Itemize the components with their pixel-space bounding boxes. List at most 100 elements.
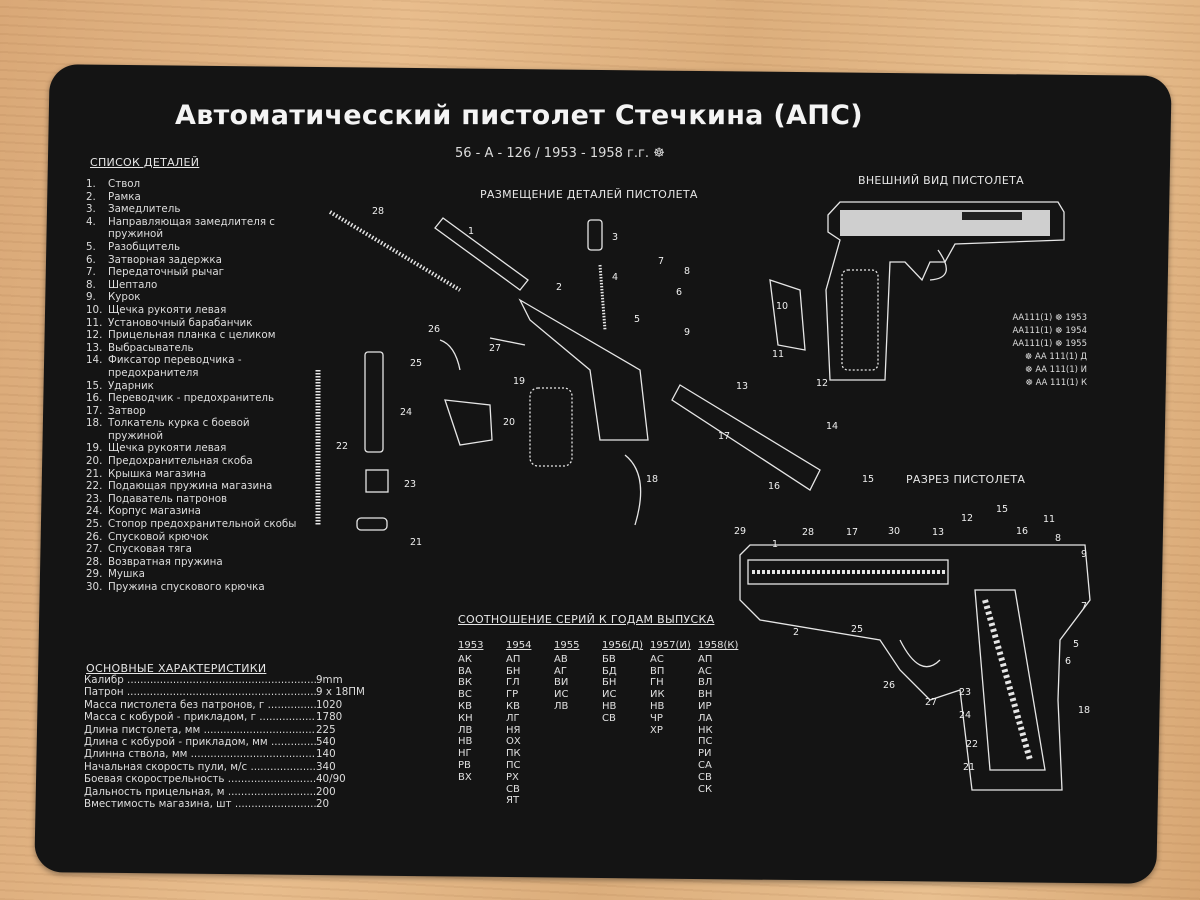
parts-list-item: 9.Курок bbox=[86, 291, 306, 304]
parts-list-item: 11.Установочный барабанчик bbox=[86, 317, 306, 330]
part-number: 30. bbox=[86, 581, 103, 593]
characteristic-value: 140 bbox=[316, 748, 336, 761]
series-year: 1957(И) bbox=[650, 640, 691, 651]
part-name: Разобщитель bbox=[108, 240, 181, 253]
part-number: 14. bbox=[86, 354, 103, 367]
characteristic-value: 40/90 bbox=[316, 773, 346, 786]
exploded-callout-number: 24 bbox=[400, 407, 413, 418]
series-code: ВХ bbox=[458, 771, 472, 783]
part-name: Замедлитель bbox=[108, 203, 181, 216]
part-name: Толкатель курка с боевой пружиной bbox=[108, 417, 250, 442]
part-number: 9. bbox=[86, 291, 96, 304]
exploded-callout-number: 7 bbox=[658, 256, 665, 267]
parts-list-item: 24.Корпус магазина bbox=[86, 505, 306, 518]
series-year: 1954 bbox=[506, 640, 532, 651]
exploded-callout-number: 15 bbox=[862, 474, 875, 485]
exploded-callout-number: 11 bbox=[772, 349, 785, 360]
series-code: ВН bbox=[698, 689, 713, 701]
parts-list-item: 3.Замедлитель bbox=[86, 203, 306, 216]
part-name: Направляющая замедлителя с пружиной bbox=[108, 215, 275, 241]
part-name: Прицельная планка с целиком bbox=[108, 329, 276, 342]
series-code: НЯ bbox=[506, 724, 521, 736]
part-name: Переводчик - предохранитель bbox=[108, 392, 275, 405]
characteristic-row: Масса пистолета без патронов, г1020 bbox=[84, 699, 364, 711]
part-number: 2. bbox=[86, 190, 96, 203]
parts-list-item: 15.Ударник bbox=[86, 380, 306, 393]
characteristic-row: Патрон9 x 18ПМ bbox=[84, 686, 365, 698]
exploded-callout-number: 5 bbox=[634, 314, 641, 325]
cutaway-callout-number: 15 bbox=[996, 504, 1009, 515]
part-number: 18. bbox=[86, 417, 103, 430]
series-code: НВ bbox=[602, 700, 617, 712]
exploded-parts-drawing bbox=[315, 210, 821, 531]
serial-marking: ☸ АА 111(1) К bbox=[1025, 378, 1087, 388]
cutaway-callout-number: 6 bbox=[1065, 656, 1072, 667]
series-code: ИК bbox=[650, 689, 665, 701]
series-year: 1953 bbox=[458, 640, 484, 651]
exploded-callout-number: 9 bbox=[684, 327, 691, 338]
part-name: Установочный барабанчик bbox=[108, 316, 253, 329]
mat-title: Автоматичесский пистолет Стечкина (АПС) bbox=[175, 100, 863, 131]
characteristic-value: 340 bbox=[316, 760, 336, 773]
characteristic-row: Масса с кобурой - прикладом, г1780 bbox=[84, 711, 364, 723]
exploded-callout-number: 13 bbox=[736, 381, 749, 392]
parts-list-item: 16.Переводчик - предохранитель bbox=[86, 392, 306, 405]
series-code: ВК bbox=[458, 677, 472, 689]
characteristic-label: Калибр bbox=[84, 674, 316, 686]
series-code: ЛВ bbox=[458, 724, 473, 736]
exploded-callout-number: 28 bbox=[372, 206, 385, 217]
part-name: Передаточный рычаг bbox=[108, 266, 225, 279]
cutaway-callout-number: 7 bbox=[1081, 601, 1088, 612]
parts-list-item: 14.Фиксатор переводчика - предохранителя bbox=[86, 354, 306, 379]
series-code: БД bbox=[602, 665, 617, 677]
series-code: СА bbox=[698, 759, 712, 771]
parts-list-item: 23.Подаватель патронов bbox=[86, 493, 306, 506]
series-code: ЛГ bbox=[506, 712, 520, 724]
part-name: Стопор предохранительной скобы bbox=[108, 518, 297, 531]
mat-subtitle: 56 - А - 126 / 1953 - 1958 г.г. ☸ bbox=[455, 146, 665, 161]
parts-list-item: 7.Передаточный рычаг bbox=[86, 266, 306, 279]
exploded-callout-number: 18 bbox=[646, 474, 659, 485]
part-number: 22. bbox=[86, 480, 103, 493]
series-year: 1956(Д) bbox=[602, 640, 644, 651]
characteristic-row: Калибр9mm bbox=[84, 674, 364, 686]
exploded-callout-number: 25 bbox=[410, 358, 423, 369]
parts-list-item: 17.Затвор bbox=[86, 405, 306, 418]
parts-list-item: 4.Направляющая замедлителя с пружиной bbox=[86, 216, 306, 241]
series-code: КВ bbox=[458, 700, 472, 712]
part-number: 10. bbox=[86, 303, 103, 316]
series-heading: СООТНОШЕНИЕ СЕРИЙ К ГОДАМ ВЫПУСКА bbox=[458, 613, 715, 626]
characteristic-label: Масса пистолета без патронов, г bbox=[84, 699, 316, 711]
exploded-callout-number: 16 bbox=[768, 481, 781, 492]
characteristic-value: 20 bbox=[316, 798, 330, 811]
exploded-callout-number: 17 bbox=[718, 431, 731, 442]
part-number: 12. bbox=[86, 329, 103, 342]
series-code: ПС bbox=[698, 736, 713, 748]
characteristic-label: Начальная скорость пули, м/с bbox=[84, 761, 316, 773]
serial-marking: ☸ АА 111(1) И bbox=[1025, 365, 1087, 375]
exploded-callout-number: 23 bbox=[404, 479, 417, 490]
characteristic-row: Дальность прицельная, м200 bbox=[84, 786, 364, 798]
series-code: СВ bbox=[506, 783, 520, 795]
parts-list-item: 2.Рамка bbox=[86, 191, 306, 204]
parts-list-item: 21.Крышка магазина bbox=[86, 468, 306, 481]
cutaway-heading: РАЗРЕЗ ПИСТОЛЕТА bbox=[906, 473, 1026, 486]
exploded-callout-number: 27 bbox=[489, 343, 502, 354]
part-name: Пружина спускового крючка bbox=[108, 581, 265, 593]
cutaway-callout-number: 24 bbox=[959, 710, 972, 721]
series-code: ПС bbox=[506, 759, 521, 771]
parts-list-item: 10.Щечка рукояти левая bbox=[86, 304, 306, 317]
parts-list-item: 13.Выбрасыватель bbox=[86, 342, 306, 355]
part-name: Крышка магазина bbox=[108, 467, 207, 480]
part-name: Затворная задержка bbox=[108, 253, 222, 266]
part-number: 25. bbox=[86, 518, 103, 531]
cutaway-callout-number: 26 bbox=[883, 680, 896, 691]
cutaway-callout-number: 23 bbox=[959, 687, 972, 698]
series-code: ВЛ bbox=[698, 677, 713, 689]
series-code: АП bbox=[698, 653, 713, 665]
parts-list-item: 20.Предохранительная скоба bbox=[86, 455, 306, 468]
exploded-callout-number: 12 bbox=[816, 378, 829, 389]
